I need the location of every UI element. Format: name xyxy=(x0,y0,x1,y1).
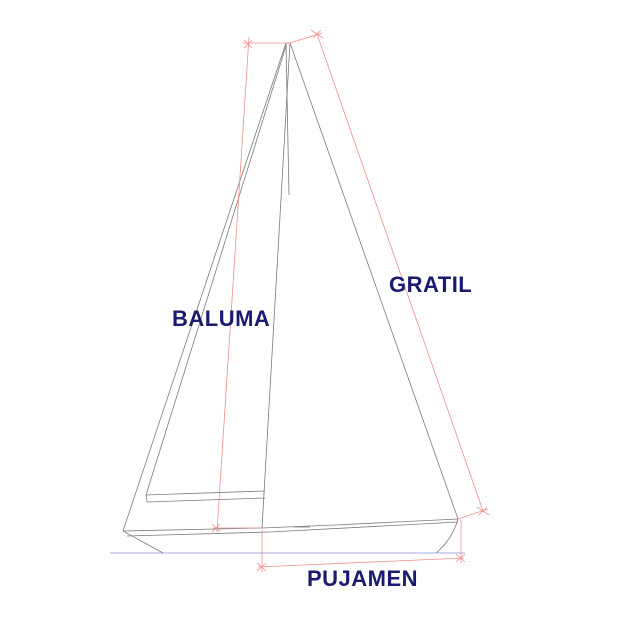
gratil-dimension xyxy=(289,29,490,520)
pujamen-dimension xyxy=(256,520,466,572)
hull xyxy=(122,518,459,554)
pujamen-label: PUJAMEN xyxy=(307,566,419,591)
gratil-label: GRATIL xyxy=(389,272,473,297)
baluma-dimension xyxy=(211,36,290,533)
mainsail xyxy=(122,42,287,532)
mast xyxy=(261,42,291,529)
baluma-label: BALUMA xyxy=(172,306,271,331)
jib-sail xyxy=(289,42,459,520)
